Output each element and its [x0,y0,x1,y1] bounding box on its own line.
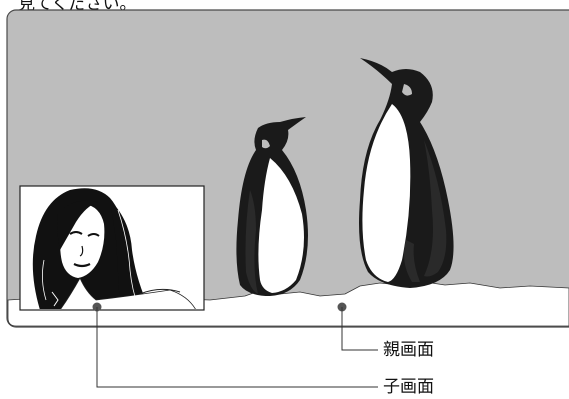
callout-sub [92,302,378,388]
penguin-left [236,117,308,296]
callout-main [337,302,378,351]
sub-screen [19,185,205,311]
sub-screen-label: 子画面 [383,377,434,397]
main-screen [6,9,569,328]
main-screen-label: 親画面 [383,340,434,360]
penguin-right [359,58,454,288]
snow-ground [7,281,569,327]
woman-portrait [32,188,196,309]
